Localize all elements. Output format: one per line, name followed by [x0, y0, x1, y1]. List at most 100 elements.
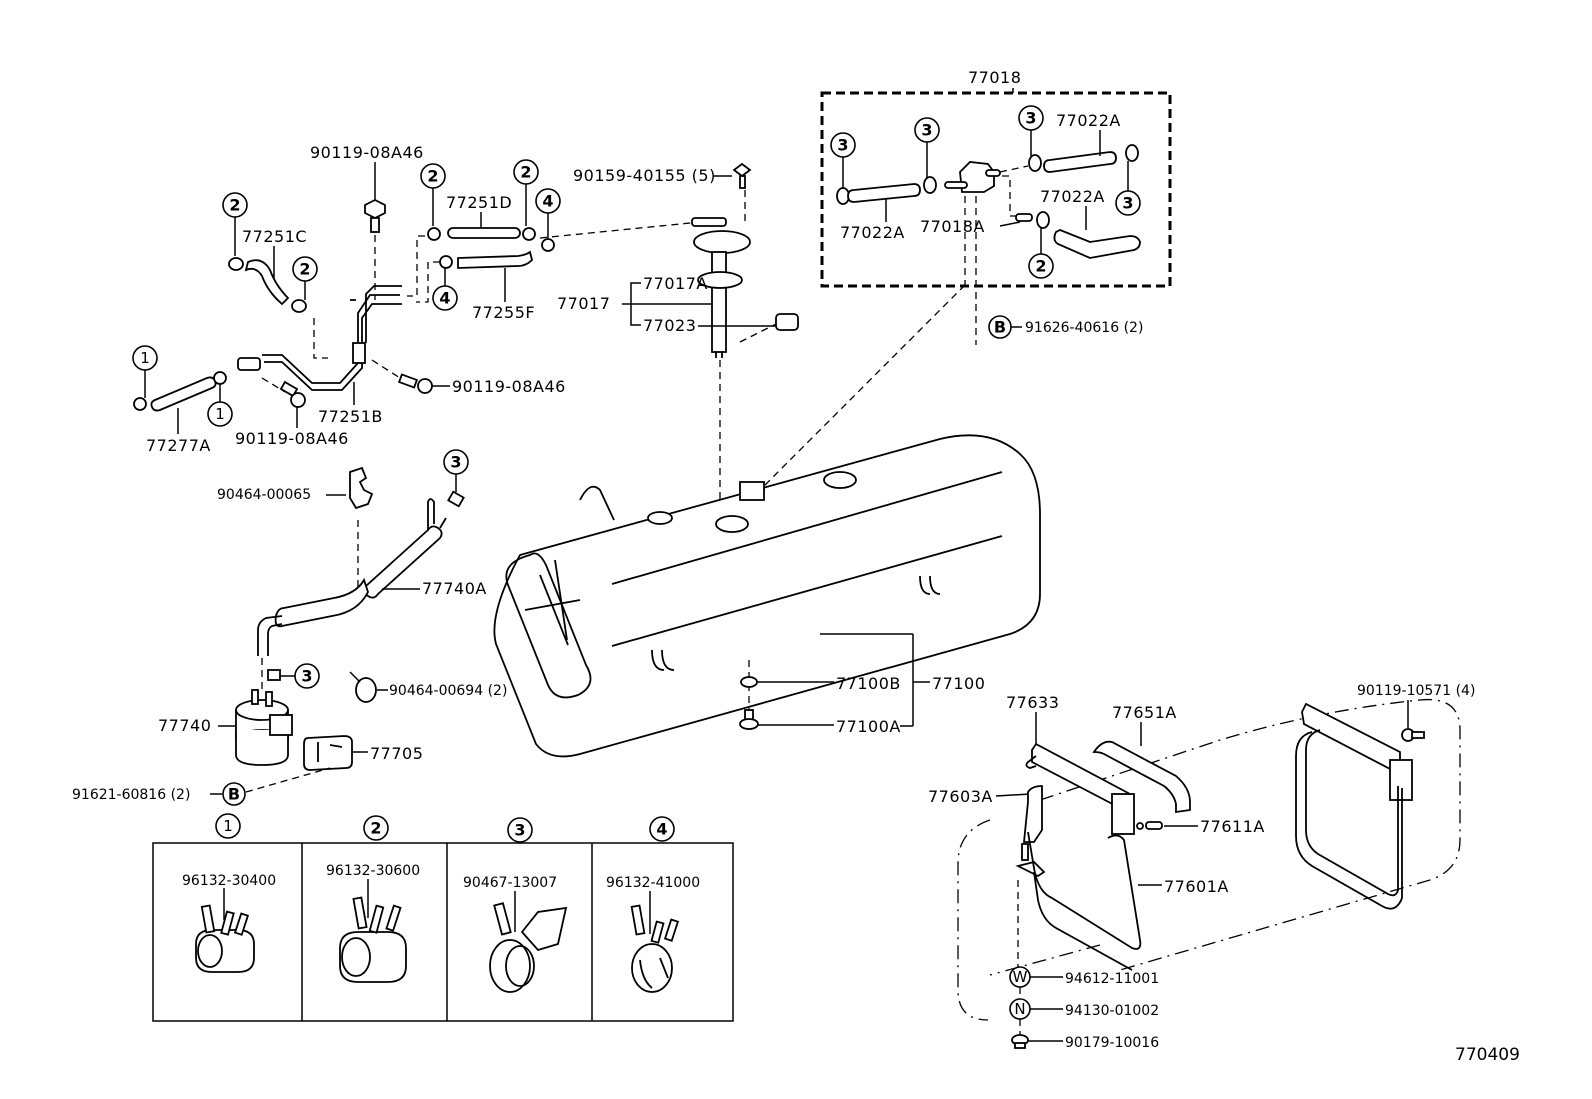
svg-text:4: 4 [656, 820, 667, 839]
clamp-type-2-icon [339, 896, 407, 983]
label-77251D[interactable]: 77251D [446, 193, 512, 212]
bolt-icon [1401, 728, 1425, 742]
callout-2 [363, 815, 389, 841]
legend-cell-4: 4 96132-41000 [606, 816, 700, 993]
svg-text:B: B [228, 785, 240, 804]
legend-part-number[interactable]: 90467-13007 [463, 875, 557, 891]
label-77651A[interactable]: 77651A [1112, 703, 1177, 722]
clamp-type-4-icon [630, 904, 680, 993]
svg-text:2: 2 [299, 260, 310, 279]
svg-text:3: 3 [1122, 194, 1133, 213]
svg-text:2: 2 [1035, 257, 1046, 276]
svg-text:3: 3 [921, 121, 932, 140]
fuel-sender-unit [691, 217, 751, 358]
svg-text:2: 2 [520, 163, 531, 182]
label-77018[interactable]: 77018 [968, 68, 1021, 87]
svg-text:3: 3 [450, 453, 461, 472]
label-77018A[interactable]: 77018A [920, 217, 985, 236]
label-94130-01002[interactable]: 94130-01002 [1065, 1003, 1159, 1019]
svg-text:3: 3 [301, 667, 312, 686]
bolt-icon [364, 198, 386, 233]
label-77017A[interactable]: 77017A [643, 274, 708, 293]
label-77601A[interactable]: 77601A [1164, 877, 1229, 896]
label-77100A[interactable]: 77100A [836, 717, 901, 736]
fuel-tank-77100 [493, 434, 1041, 758]
label-77740A[interactable]: 77740A [422, 579, 487, 598]
label-77611A[interactable]: 77611A [1200, 817, 1265, 836]
svg-text:2: 2 [427, 167, 438, 186]
clamp-icon [1028, 154, 1042, 172]
callout-B [222, 782, 246, 806]
assembly-boundary-box [820, 91, 1172, 288]
pump-bracket-77705 [303, 735, 353, 771]
cap-nut-icon [1011, 1034, 1029, 1049]
label-77022A-topright[interactable]: 77022A [1056, 111, 1121, 130]
label-77251B[interactable]: 77251B [318, 407, 383, 426]
rod-77611A [1136, 821, 1163, 830]
legend-part-number[interactable]: 96132-30600 [326, 863, 420, 879]
fuel-pump-group: 90464-00065 3 77740A 3 77740 [72, 449, 507, 806]
callout-3 [294, 663, 320, 689]
label-77603A[interactable]: 77603A [928, 787, 993, 806]
svg-text:3: 3 [1025, 109, 1036, 128]
legend-part-number[interactable]: 96132-41000 [606, 875, 700, 891]
label-77251C[interactable]: 77251C [242, 227, 307, 246]
label-77100[interactable]: 77100 [932, 674, 985, 693]
legend-table-border [152, 842, 734, 1022]
label-91621-60816[interactable]: 91621-60816 (2) [72, 787, 190, 803]
fuel-pump-77740 [235, 689, 293, 766]
label-90119-08A46-right[interactable]: 90119-08A46 [452, 377, 566, 396]
hose-77251C [244, 259, 290, 306]
clamp-legend-table: 1 96132-30400 2 96132-30600 [152, 813, 734, 1022]
svg-text:1: 1 [223, 817, 233, 835]
vent-valve [944, 161, 1001, 193]
legend-cell-1: 1 96132-30400 [182, 813, 276, 973]
strap-end-77603A [1015, 785, 1046, 878]
label-77277A[interactable]: 77277A [146, 436, 211, 455]
label-77017[interactable]: 77017 [557, 294, 610, 313]
svg-text:B: B [994, 318, 1006, 337]
label-90119-08A46-top[interactable]: 90119-08A46 [310, 143, 424, 162]
clamp-icon [923, 176, 937, 194]
svg-text:1: 1 [215, 405, 225, 423]
svg-text:4: 4 [542, 192, 553, 211]
label-94612-11001[interactable]: 94612-11001 [1065, 971, 1159, 987]
label-90119-10571[interactable]: 90119-10571 (4) [1357, 683, 1475, 699]
label-77022A-left[interactable]: 77022A [840, 223, 905, 242]
label-77022A-midright[interactable]: 77022A [1040, 187, 1105, 206]
vent-valve-assembly-group: 77018 3 77022A 3 77018A 3 [759, 68, 1172, 491]
clamp-icon [522, 227, 536, 241]
legend-part-number[interactable]: 96132-30400 [182, 873, 276, 889]
clamp-type-1-icon [195, 904, 255, 973]
connector-icon [237, 357, 261, 371]
drain-plug-icon [739, 709, 759, 730]
fuel-line-assembly-group: 90119-08A46 77251C 2 2 2 77251D 2 4 [132, 143, 701, 455]
label-77023[interactable]: 77023 [643, 316, 696, 335]
hose-77255F [457, 250, 533, 269]
label-77633[interactable]: 77633 [1006, 693, 1059, 712]
clamp-icon [439, 255, 453, 269]
label-90179-10016[interactable]: 90179-10016 [1065, 1035, 1159, 1051]
bolt-icon [279, 380, 306, 408]
label-90119-08A46-bottom[interactable]: 90119-08A46 [235, 429, 349, 448]
label-90464-00694[interactable]: 90464-00694 (2) [389, 683, 507, 699]
bracket-77633 [1025, 742, 1135, 835]
label-90464-00065[interactable]: 90464-00065 [217, 487, 311, 503]
clamp-icon [1125, 144, 1139, 162]
fuel-sender-group: 90159-40155 (5) 77017 77017A 77023 [557, 162, 799, 500]
legend-cell-2: 2 96132-30600 [326, 815, 420, 983]
hose-77022A [1043, 151, 1117, 173]
label-77255F[interactable]: 77255F [472, 303, 535, 322]
clamp-icon [427, 227, 441, 241]
label-77740[interactable]: 77740 [158, 716, 211, 735]
label-77705[interactable]: 77705 [370, 744, 423, 763]
hose-clamp-90464-00694 [349, 671, 377, 703]
label-90159-40155[interactable]: 90159-40155 (5) [573, 166, 716, 185]
callout-3 [507, 817, 533, 843]
label-91626-40616[interactable]: 91626-40616 (2) [1025, 320, 1143, 336]
hose-77251D [447, 227, 521, 239]
label-77100B[interactable]: 77100B [836, 674, 901, 693]
bolt-icon [397, 373, 433, 394]
legend-cell-3: 3 90467-13007 [463, 817, 568, 993]
